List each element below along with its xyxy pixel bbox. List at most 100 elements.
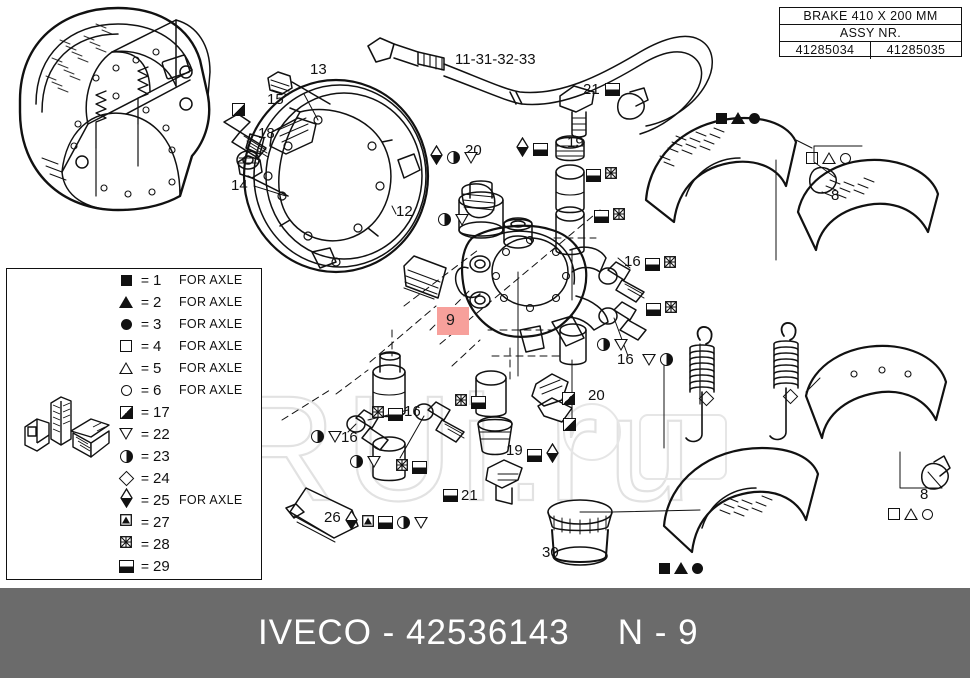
symbol-circle-half-icon bbox=[597, 338, 610, 351]
symbol-square-half-icon bbox=[232, 103, 245, 116]
legend-number: 1 bbox=[153, 271, 162, 289]
legend-number: 17 bbox=[153, 403, 170, 421]
parts-line-art bbox=[18, 6, 951, 566]
callout-part-16-left-b: 16 bbox=[341, 429, 358, 446]
symbol-group-grp-cyl-c bbox=[455, 393, 486, 411]
leader-lines bbox=[253, 93, 943, 513]
legend-equals: = bbox=[140, 492, 150, 508]
symbol-group-grp-cyl-a bbox=[586, 166, 617, 184]
symbol-square-open-icon bbox=[806, 152, 818, 164]
symbol-circle-half-icon bbox=[660, 353, 673, 366]
legend-equals: = bbox=[140, 316, 150, 332]
symbol-square-hatched-icon bbox=[665, 300, 677, 318]
legend-symbol bbox=[115, 384, 137, 396]
highlight-part-9[interactable]: 9 bbox=[437, 307, 469, 335]
symbol-diamond-open-icon bbox=[118, 470, 134, 486]
symbol-group-grp-27b bbox=[563, 418, 576, 431]
symbol-group-grp-16lb bbox=[311, 430, 342, 443]
symbol-square-filled-icon bbox=[659, 562, 670, 574]
symbol-triangle-open-icon bbox=[822, 152, 836, 164]
symbol-group-grp-16la bbox=[372, 405, 403, 423]
symbol-group-grp-20-upper bbox=[430, 144, 478, 170]
legend-row: =23 bbox=[7, 445, 261, 467]
legend-row: =17 bbox=[7, 401, 261, 423]
legend-symbol bbox=[115, 318, 137, 330]
symbol-diamond-half-icon bbox=[546, 442, 559, 468]
brake-drum-assembly bbox=[18, 6, 211, 212]
piston-column bbox=[475, 135, 587, 456]
legend-number: 25 bbox=[153, 491, 170, 509]
legend-number: 3 bbox=[153, 315, 162, 333]
legend-symbol bbox=[115, 362, 137, 374]
symbol-triangle-down-open-icon bbox=[367, 455, 381, 468]
brake-cable bbox=[367, 35, 713, 135]
symbol-group-grp-21-top bbox=[605, 83, 620, 96]
symbol-rect-half-icon bbox=[118, 559, 134, 573]
symbol-square-open-icon bbox=[888, 508, 900, 520]
title-block-assy-left: 41285034 bbox=[795, 43, 855, 57]
symbol-triangle-down-open-icon bbox=[414, 516, 428, 529]
symbol-rect-half-icon bbox=[586, 168, 601, 182]
symbol-rect-half-icon bbox=[645, 257, 660, 271]
legend-equals: = bbox=[140, 382, 150, 398]
return-springs bbox=[685, 322, 799, 443]
title-block-brake-size: BRAKE 410 X 200 MM bbox=[780, 8, 961, 25]
legend-row: =22 bbox=[7, 423, 261, 445]
callout-part-13: 13 bbox=[310, 61, 327, 78]
symbol-rect-half-icon bbox=[443, 489, 458, 502]
symbol-group-grp-21l bbox=[443, 489, 458, 502]
symbol-triangle-filled-icon bbox=[674, 562, 688, 574]
legend-number: 22 bbox=[153, 425, 170, 443]
callout-part-30: 30 bbox=[542, 544, 559, 561]
symbol-group-grp-cyl-b bbox=[594, 207, 625, 225]
symbol-square-triangle-icon bbox=[362, 514, 374, 532]
title-block-assy-header: ASSY NR. bbox=[780, 25, 961, 42]
thin-connectors bbox=[517, 159, 777, 449]
legend-symbol bbox=[115, 405, 137, 419]
symbol-group-grp-19l bbox=[527, 442, 559, 468]
legend-axle-note: FOR AXLE bbox=[179, 383, 243, 397]
symbol-square-hatched-icon bbox=[120, 535, 132, 553]
legend-equals: = bbox=[140, 470, 150, 486]
legend-axle-note: FOR AXLE bbox=[179, 273, 243, 287]
banner-sheet-code: N - 9 bbox=[617, 613, 699, 652]
brake-shoes bbox=[644, 116, 948, 554]
symbol-diamond-open-icon bbox=[782, 388, 799, 405]
legend-number: 5 bbox=[153, 359, 162, 377]
legend-number: 24 bbox=[153, 469, 170, 487]
symbol-square-half-icon bbox=[562, 392, 575, 405]
symbol-rect-half-icon bbox=[378, 516, 393, 529]
legend-symbol bbox=[115, 296, 137, 308]
symbol-circle-half-icon bbox=[438, 213, 451, 226]
title-block-assy-right: 41285035 bbox=[870, 42, 961, 59]
symbol-square-hatched-icon bbox=[396, 458, 408, 476]
legend-number: 23 bbox=[153, 447, 170, 465]
centre-hardware bbox=[403, 180, 504, 300]
symbol-group-grp-lining-upper bbox=[806, 152, 851, 164]
callout-part-19-lower: 19 bbox=[506, 442, 523, 459]
symbol-triangle-open-icon bbox=[119, 362, 133, 374]
symbol-circle-open-icon bbox=[840, 152, 851, 164]
legend-equals: = bbox=[140, 426, 150, 442]
symbol-triangle-filled-icon bbox=[731, 112, 745, 124]
callout-part-16-right-a: 16 bbox=[624, 253, 641, 270]
legend-row: =28 bbox=[7, 533, 261, 555]
legend-equals: = bbox=[140, 514, 150, 530]
legend-equals: = bbox=[140, 448, 150, 464]
symbol-square-filled-icon bbox=[120, 274, 132, 286]
title-block: BRAKE 410 X 200 MM ASSY NR. 41285034 412… bbox=[779, 7, 962, 59]
symbol-group-grp-lining-lower bbox=[888, 508, 933, 520]
callout-part-14: 14 bbox=[231, 177, 248, 194]
legend-row: =24 bbox=[7, 467, 261, 489]
legend-number: 28 bbox=[153, 535, 170, 553]
callout-part-12: 12 bbox=[396, 203, 413, 220]
callout-part-21-lower: 21 bbox=[461, 487, 478, 504]
symbol-group-grp-vert-a bbox=[438, 213, 469, 226]
legend-number: 29 bbox=[153, 557, 170, 575]
symbol-square-hatched-icon bbox=[664, 255, 676, 273]
callout-part-16-left-a: 16 bbox=[404, 403, 421, 420]
symbol-group-grp-24a bbox=[698, 390, 715, 407]
